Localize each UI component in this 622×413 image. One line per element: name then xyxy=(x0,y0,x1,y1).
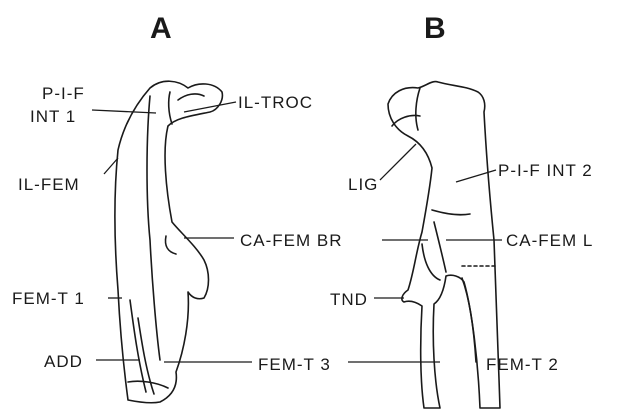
leader-pif-int1 xyxy=(92,110,156,113)
label-pif-int2: P-I-F INT 2 xyxy=(498,161,593,180)
panel-b-lower-division xyxy=(462,278,476,362)
leader-lig xyxy=(380,144,416,180)
panel-b-tendon-division xyxy=(422,244,440,280)
label-il-troc: IL-TROC xyxy=(238,93,313,112)
leader-pif-int2 xyxy=(456,170,496,182)
label-ca-fem-br: CA-FEM BR xyxy=(240,231,343,250)
panel-a-troc-division xyxy=(169,92,172,124)
panel-a-femoral-division xyxy=(147,96,160,360)
panel-a-adductor-division xyxy=(130,300,146,392)
panel-b-lig-division xyxy=(416,88,420,130)
panel-a: A P-I-F INT 1 IL-TROC IL-FEM CA-FEM BR F… xyxy=(12,12,440,403)
label-fem-t2: FEM-T 2 xyxy=(486,355,559,374)
panel-a-base xyxy=(128,381,168,388)
panel-b: B LIG P-I-F INT 2 CA-FEM L TND FEM-T 2 xyxy=(330,12,593,408)
label-add: ADD xyxy=(44,352,83,371)
label-pif-int1-line2: INT 1 xyxy=(30,107,76,126)
panel-a-letter: A xyxy=(150,12,172,45)
panel-b-outline xyxy=(388,82,500,408)
label-fem-t3: FEM-T 3 xyxy=(258,355,331,374)
panel-b-cafem-upper xyxy=(432,210,470,215)
label-fem-t1: FEM-T 1 xyxy=(12,289,85,308)
label-tnd: TND xyxy=(330,290,368,309)
panel-b-cafem-side xyxy=(434,222,446,272)
label-pif-int1-line1: P-I-F xyxy=(42,84,85,103)
label-ca-fem-l: CA-FEM L xyxy=(506,231,593,250)
label-lig: LIG xyxy=(348,175,378,194)
panel-b-letter: B xyxy=(424,12,446,45)
panel-a-head-division xyxy=(178,94,204,100)
panel-a-outline xyxy=(115,81,222,403)
leader-il-troc xyxy=(184,102,236,112)
panel-a-branch xyxy=(165,236,176,254)
label-il-fem: IL-FEM xyxy=(18,175,80,194)
